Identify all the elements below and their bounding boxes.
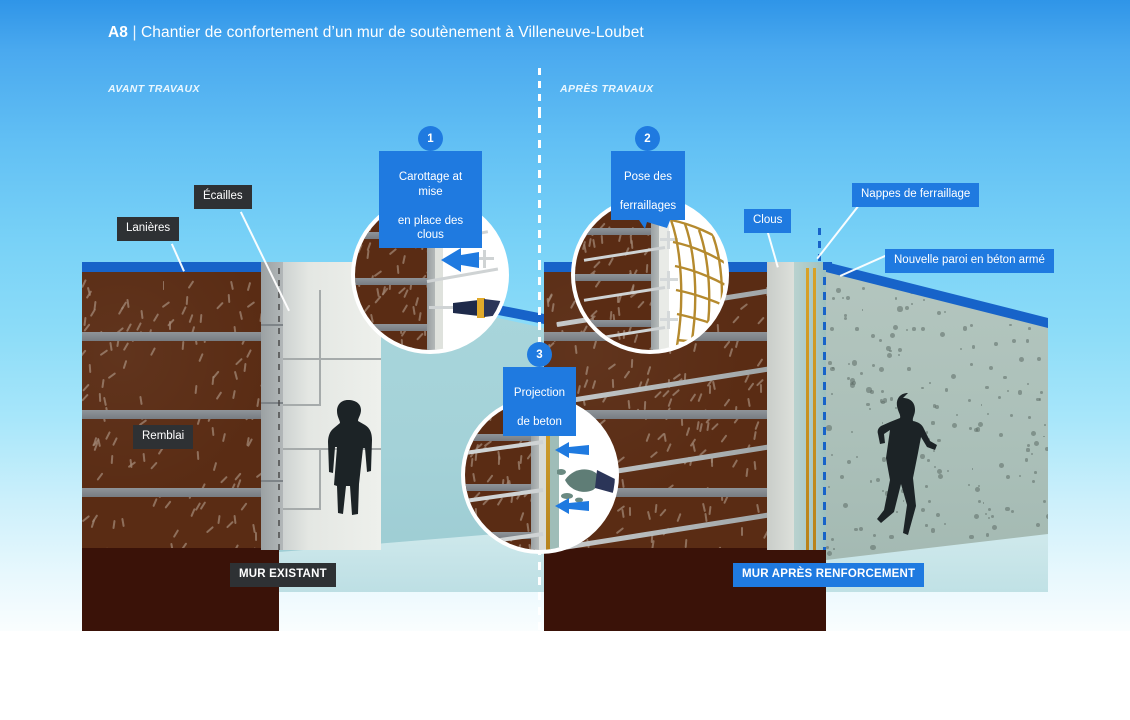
nail-cross [660, 278, 678, 281]
label-ecailles: Écailles [194, 185, 252, 210]
road-cap-left [82, 262, 288, 272]
title-text: Chantier de confortement d’un mur de sou… [141, 24, 644, 41]
reinforcement-strip [575, 274, 653, 281]
rebar-mesh-icon [813, 268, 816, 550]
rebar-mesh-icon [806, 268, 809, 550]
person-silhouette-icon [328, 400, 372, 515]
phase-label-before: AVANT TRAVAUX [108, 83, 200, 95]
magnifier-content-3 [465, 400, 615, 550]
label-mur-apres-renforcement: MUR APRÈS RENFORCEMENT [733, 563, 925, 588]
project-code: A8 [108, 24, 129, 41]
bedrock-left [82, 548, 279, 631]
step-3-line-1: Projection [513, 387, 566, 400]
step-badge-3[interactable]: 3 [527, 342, 552, 367]
step-callout-2[interactable]: Pose des ferraillages [611, 151, 685, 220]
arrow-left-icon [555, 442, 589, 458]
phase-label-after: APRÈS TRAVAUX [560, 83, 654, 95]
nail-cross [476, 257, 494, 260]
mag-wall-face [539, 400, 547, 550]
soil-texture-left [82, 270, 281, 556]
soil-texture-right [542, 270, 770, 557]
mag-wall-edge [651, 200, 661, 350]
guide-dashed-new-wall [823, 262, 826, 550]
label-lanieres: Lanières [117, 217, 180, 242]
reinforcement-strip [465, 434, 535, 441]
step-1-line-2: en place des clous [397, 214, 464, 241]
reinforcement-strip [82, 410, 279, 419]
reinforcement-strip [465, 484, 535, 491]
label-mur-existant: MUR EXISTANT [230, 563, 336, 588]
footer-whitespace [0, 631, 1130, 720]
step-3-line-2: de beton [517, 416, 562, 429]
panel-seam [319, 448, 321, 508]
step-1-line-1: Carottage at mise [398, 171, 463, 198]
reinforcement-strip [575, 320, 653, 327]
mag-wall-face [435, 200, 445, 350]
reinforcement-strip [82, 488, 279, 497]
arrow-left-icon [441, 248, 479, 272]
page-title: A8 | Chantier de confortement d’un mur d… [108, 24, 644, 42]
mag-wall-edge [531, 400, 540, 550]
magnifier-circle-icon [571, 196, 729, 354]
step-callout-1[interactable]: Carottage at mise en place des clous [379, 151, 482, 249]
reinforcement-strip [544, 488, 767, 497]
person-silhouette-icon [877, 393, 937, 535]
wall-edge-existing [261, 262, 283, 550]
panel-seam [261, 508, 321, 510]
panel-seam [319, 358, 321, 404]
label-remblai: Remblai [133, 425, 194, 450]
guide-dashed-left [278, 268, 280, 550]
panel-seam [261, 404, 321, 406]
panel-seam [261, 358, 381, 360]
mag-new-concrete [550, 400, 560, 550]
soil-fill-left [82, 270, 281, 556]
panel-seam [261, 402, 283, 404]
bedrock-right [544, 548, 826, 631]
step-badge-2[interactable]: 2 [635, 126, 660, 151]
wall-core-existing [767, 262, 797, 550]
rebar-mesh-icon [669, 218, 725, 347]
reinforcement-strip [465, 532, 535, 539]
step-2-line-2: ferraillages [619, 200, 677, 213]
step-badge-1[interactable]: 1 [418, 126, 443, 151]
divider-dashed-sky [538, 68, 541, 110]
wall-face-new [826, 268, 1048, 592]
spray-nozzle-icon [557, 469, 615, 503]
panel-seam [261, 480, 283, 482]
label-nappes-ferraillage: Nappes de ferraillage [852, 183, 980, 208]
reinforcement-strip [575, 228, 653, 235]
reinforcement-strip [544, 410, 767, 419]
guide-dashed-blue [818, 228, 821, 264]
arrow-left-icon [555, 498, 589, 514]
label-clous: Clous [744, 209, 792, 234]
panel-seam [319, 290, 321, 358]
mag-soil [575, 200, 657, 350]
leader-line-nappes [816, 206, 859, 260]
mag-cap [465, 400, 537, 408]
nail-cross [660, 318, 678, 321]
label-nouvelle-paroi: Nouvelle paroi en béton armé [885, 249, 1054, 274]
drill-icon [429, 298, 505, 318]
step-callout-3[interactable]: Projection de beton [503, 367, 576, 436]
mag-wall-edge [427, 200, 437, 350]
nail-cross [660, 238, 678, 241]
title-separator: | [132, 24, 137, 41]
step-2-line-1: Pose des [624, 171, 672, 184]
magnifier-content-2 [575, 200, 725, 350]
divider-dashed-sky-lower [538, 110, 541, 262]
reinforcement-strip [355, 278, 429, 285]
rebar-mesh-icon [546, 400, 551, 550]
panel-seam [261, 448, 381, 450]
reinforcement-strip [82, 332, 279, 341]
panel-seam [261, 324, 283, 326]
reinforcement-strip [355, 324, 429, 331]
wall-new-concrete [794, 262, 826, 550]
